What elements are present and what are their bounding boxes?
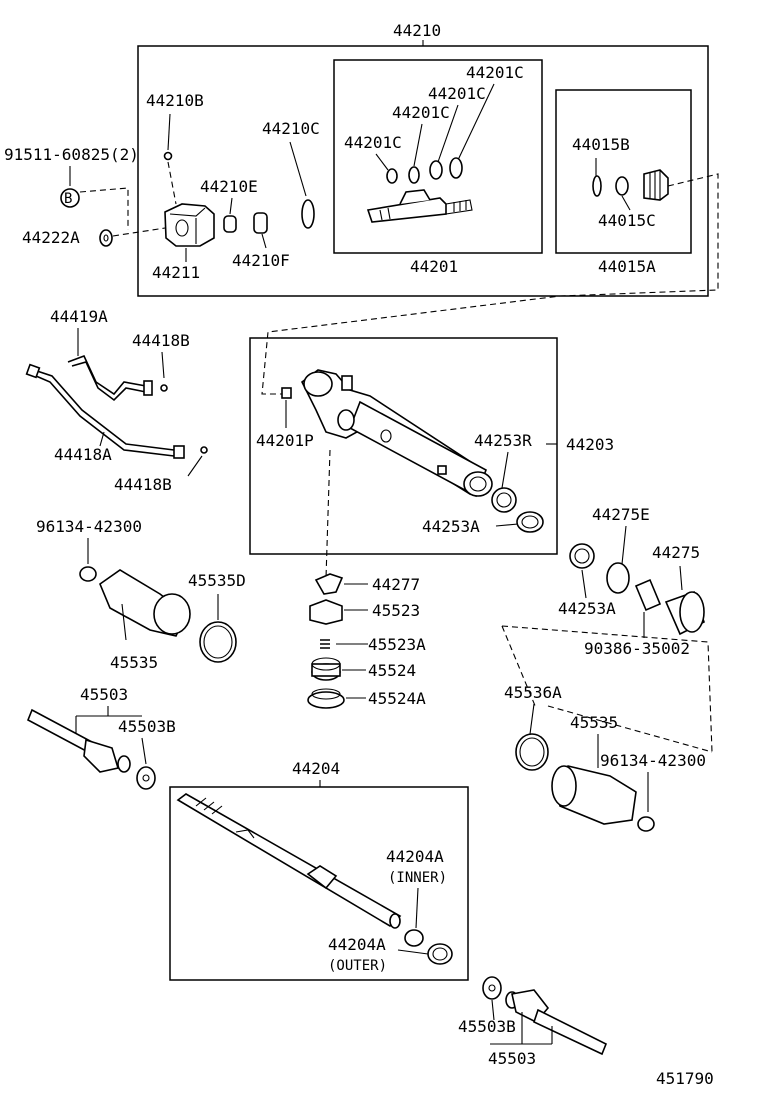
part-44015-group: 44015B 44015C bbox=[261, 135, 719, 395]
label-44418b-bot: 44418B bbox=[114, 475, 172, 494]
label-91511: 91511-60825(2) bbox=[4, 145, 139, 164]
label-90386: 90386-35002 bbox=[584, 639, 690, 658]
note-inner: (INNER) bbox=[388, 870, 447, 886]
label-44210f: 44210F bbox=[232, 251, 290, 270]
label-44222a: 44222A bbox=[22, 228, 80, 247]
part-44201-pinion: 44201C 44201C 44201C 44201C bbox=[344, 63, 524, 223]
part-45503-left-tie-rod: 45503 45503B bbox=[26, 685, 176, 790]
label-45523: 45523 bbox=[372, 601, 420, 620]
label-96134-left: 96134-42300 bbox=[36, 517, 142, 536]
part-44210c: 44210C bbox=[262, 119, 320, 229]
label-45535d: 45535D bbox=[188, 571, 246, 590]
assembly-group-44210: 44210 44201 44015A bbox=[137, 21, 709, 297]
label-45503b-left: 45503B bbox=[118, 717, 176, 736]
label-44204a-outer: 44204A bbox=[328, 935, 386, 954]
label-44201c-4: 44201C bbox=[344, 133, 402, 152]
label-44201c-1: 44201C bbox=[466, 63, 524, 82]
label-44418b-top: 44418B bbox=[132, 331, 190, 350]
label-45503-left: 45503 bbox=[80, 685, 128, 704]
label-44015c: 44015C bbox=[598, 211, 656, 230]
label-45535-left: 45535 bbox=[110, 653, 158, 672]
label-44204a-inner: 44204A bbox=[386, 847, 444, 866]
assembly-box-44201 bbox=[333, 59, 543, 254]
part-44210b: 44210B bbox=[146, 91, 204, 205]
label-45536a: 45536A bbox=[504, 683, 562, 702]
reference-b-circle bbox=[60, 188, 80, 208]
assembly-box-44015a bbox=[555, 89, 692, 254]
label-45524: 45524 bbox=[368, 661, 416, 680]
label-44253a-mid: 44253A bbox=[422, 517, 480, 536]
label-45524a: 45524A bbox=[368, 689, 426, 708]
part-45535-left-boot: 96134-42300 45535 45535D bbox=[36, 517, 246, 672]
assembly-box-44204 bbox=[169, 786, 469, 981]
label-44419a: 44419A bbox=[50, 307, 108, 326]
label-44201c-2: 44201C bbox=[428, 84, 486, 103]
note-outer: (OUTER) bbox=[328, 958, 387, 974]
part-44211-housing: 44211 bbox=[152, 203, 215, 282]
label-45523a: 45523A bbox=[368, 635, 426, 654]
assembly-box-44203 bbox=[249, 337, 558, 555]
part-44210e: 44210E bbox=[200, 177, 258, 233]
label-45503b-right: 45503B bbox=[458, 1017, 516, 1036]
label-44015a: 44015A bbox=[598, 257, 656, 276]
label-44211: 44211 bbox=[152, 263, 200, 282]
rack-guide-stack: 44277 45523 45523A 45524 45524A bbox=[307, 573, 426, 709]
label-44277: 44277 bbox=[372, 575, 420, 594]
part-44210f: 44210F bbox=[232, 212, 290, 270]
part-44418-pipes: 44419A 44418B 44418A 44418B bbox=[25, 307, 208, 494]
label-44418a: 44418A bbox=[54, 445, 112, 464]
label-44253r: 44253R bbox=[474, 431, 532, 450]
part-45535-right-boot: 45536A 45535 96134-42300 bbox=[504, 683, 706, 832]
part-44275-group: 44275E 44275 44253A 90386-35002 bbox=[558, 505, 705, 658]
assembly-group-44204: 44204 44204A (INNER) 44204A (OUTER) bbox=[169, 759, 469, 981]
figure-number: 451790 bbox=[656, 1069, 714, 1088]
assembly-group-44203: 44203 44201P 44253R 44253A bbox=[249, 337, 614, 555]
part-45503-right-tie-rod: 45503B 45503 bbox=[458, 976, 608, 1068]
label-44201c-3: 44201C bbox=[392, 103, 450, 122]
label-44201p: 44201P bbox=[256, 431, 314, 450]
label-44201: 44201 bbox=[410, 257, 458, 276]
label-44203: 44203 bbox=[566, 435, 614, 454]
label-44275: 44275 bbox=[652, 543, 700, 562]
label-b: B bbox=[64, 191, 72, 207]
label-44210c: 44210C bbox=[262, 119, 320, 138]
label-44275e: 44275E bbox=[592, 505, 650, 524]
label-44204: 44204 bbox=[292, 759, 340, 778]
bolt-91511: 91511-60825(2) B bbox=[4, 145, 139, 230]
part-44222a: 44222A bbox=[22, 227, 166, 247]
label-44253a-right: 44253A bbox=[558, 599, 616, 618]
label-44015b: 44015B bbox=[572, 135, 630, 154]
label-45535-right: 45535 bbox=[570, 713, 618, 732]
label-44210e: 44210E bbox=[200, 177, 258, 196]
label-45503-right: 45503 bbox=[488, 1049, 536, 1068]
label-96134-right: 96134-42300 bbox=[600, 751, 706, 770]
label-44210b: 44210B bbox=[146, 91, 204, 110]
label-44210: 44210 bbox=[393, 21, 441, 40]
